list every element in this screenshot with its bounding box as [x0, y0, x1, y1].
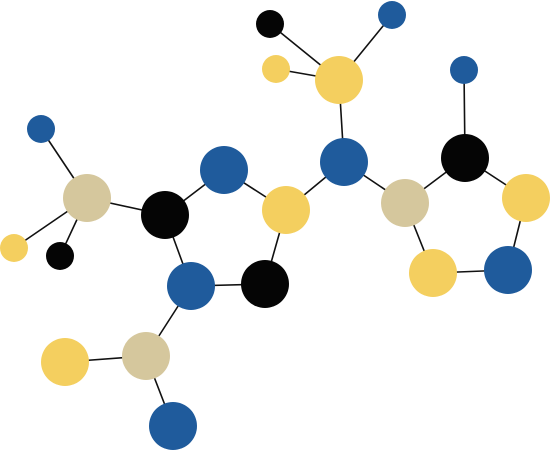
atom-blue-n6 [450, 56, 478, 84]
atom-tan-n20 [122, 332, 170, 380]
atom-yellow-n8 [262, 186, 310, 234]
atom-blue-n2 [378, 1, 406, 29]
atom-yellow-n10 [502, 174, 550, 222]
atom-yellow-n3 [262, 55, 290, 83]
atom-blue-n22 [149, 402, 197, 450]
atom-black-n23 [46, 242, 74, 270]
atom-yellow-n21 [41, 338, 89, 386]
atom-black-n9 [441, 134, 489, 182]
atom-blue-n11 [484, 246, 532, 294]
atom-yellow-n12 [409, 249, 457, 297]
atom-blue-n14 [27, 115, 55, 143]
atom-blue-n18 [167, 262, 215, 310]
atom-blue-n13 [200, 146, 248, 194]
atom-tan-n7 [381, 179, 429, 227]
atom-black-n17 [141, 191, 189, 239]
atom-tan-n15 [63, 174, 111, 222]
atom-yellow-n16 [0, 234, 28, 262]
atom-yellow-n4 [315, 56, 363, 104]
atom-black-n19 [241, 260, 289, 308]
atom-black-n1 [256, 10, 284, 38]
atom-blue-n5 [320, 138, 368, 186]
